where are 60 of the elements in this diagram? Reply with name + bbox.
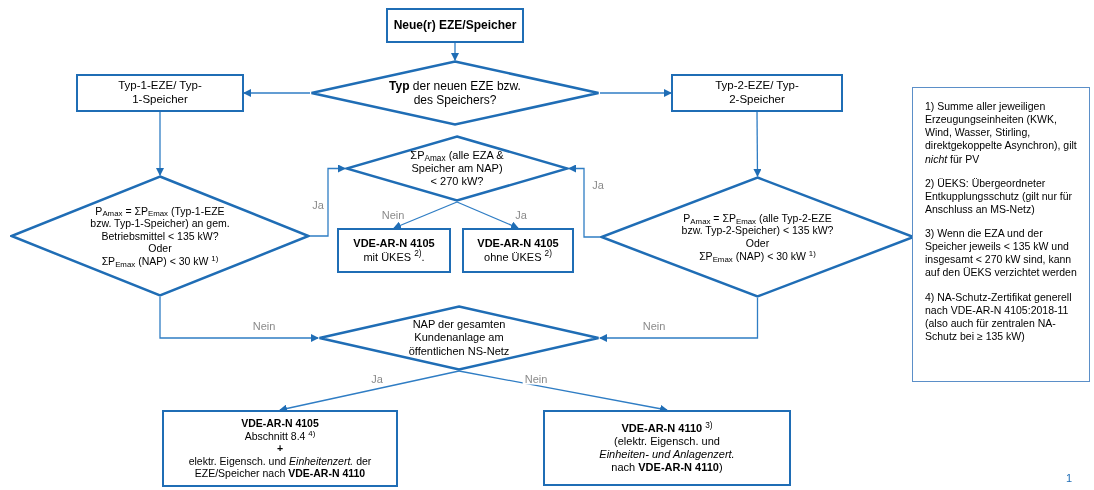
- arrow: [279, 370, 460, 413]
- arrow: [451, 42, 459, 61]
- footnote-text: 2) ÜEKS: Übergeordneter Entkupplungsschutz (gilt nur für Anschluss an MS-Netz): [925, 176, 1074, 216]
- node-text: Typ-2-EZE/ Typ-2-Speicher: [714, 79, 800, 107]
- footnote-panel: [912, 87, 1090, 382]
- node-text: mit ÜKES $^{2)}$.: [362, 250, 426, 264]
- footnote-text: 1) Summe aller jeweiligen Erzeugungseinheiten (KWK, Wind, Wasser, Stirling, direktgekoppelte Asynchron), gilt nicht für PV: [925, 100, 1077, 166]
- node-text: VDE-AR-N 4105: [477, 237, 559, 250]
- edge-label: Nein: [522, 373, 550, 385]
- arrow: [243, 89, 311, 97]
- node-text: ΣP$_{Amax}$ (alle EZA & Speicher am NAP) < 270 kW?: [409, 148, 505, 189]
- process-box: [386, 8, 524, 43]
- process-box: [671, 74, 843, 112]
- node-text: ΣP$_{Emax}$ (NAP) < 30 kW $^{1)}$: [100, 254, 220, 268]
- arrow: [753, 111, 762, 177]
- node-text: Neue(r) EZE/Speicher: [393, 18, 517, 33]
- arrow: [456, 201, 519, 229]
- edge-label: Nein: [250, 320, 278, 332]
- footnote-text: 3) Wenn die EZA und der Speicher jeweils < 135 kW und insgesamt < 270 kW sind, kann auf den ÜEKS verzichtet werden: [925, 227, 1077, 280]
- node-text: NAP der gesamten Kundenanlage am öffentlichen NS-Netz: [407, 318, 511, 358]
- node-text: VDE-AR-N 4105: [353, 237, 435, 250]
- edge-label: Ja: [513, 209, 529, 221]
- arrow: [159, 296, 319, 342]
- decision-diamond: [310, 60, 600, 126]
- node-text: P$_{Amax}$ = ΣP$_{Emax}$ (alle Typ-2-EZE bzw. Typ-2-Speicher) < 135 kW?: [680, 211, 835, 237]
- node-text: +: [275, 442, 285, 455]
- edge-label: Ja: [590, 179, 606, 191]
- arrow: [458, 370, 668, 413]
- node-text: Abschnitt 8.4 $^{4)}$: [243, 429, 317, 443]
- decision-diamond: [10, 175, 310, 297]
- node-text: ohne ÜKES $^{2)}$: [483, 250, 553, 264]
- node-text: (elektr. Eigensch. und Einheiten- und Anlagenzert. nach VDE-AR-N 4110): [598, 434, 736, 475]
- process-box: [462, 228, 574, 273]
- process-box: [162, 410, 398, 487]
- edge-label: Ja: [310, 199, 326, 211]
- arrow: [599, 297, 759, 342]
- decision-diamond: [318, 305, 600, 371]
- edge-label: Nein: [640, 320, 668, 332]
- node-text: Oder: [147, 242, 173, 255]
- arrow: [393, 201, 458, 230]
- arrow: [568, 164, 601, 238]
- process-box: [543, 410, 791, 486]
- node-text: ΣP$_{Emax}$ (NAP) < 30 kW $^{1)}$: [698, 249, 817, 263]
- node-text: P$_{Amax}$ = ΣP$_{Emax}$ (Typ-1-EZE bzw. Typ-1-Speicher) an gem. Betriebsmittel < 135 kW?: [90, 204, 230, 243]
- arrow: [309, 164, 346, 237]
- node-text: elektr. Eigensch. und Einheitenzert. der EZE/Speicher nach VDE-AR-N 4110: [187, 454, 373, 480]
- arrow: [156, 111, 164, 176]
- decision-diamond: [345, 135, 569, 202]
- node-text: VDE-AR-N 4105: [240, 417, 320, 430]
- arrow: [599, 89, 672, 97]
- edge-label: Nein: [379, 209, 407, 221]
- page-number: 1: [1066, 471, 1073, 486]
- process-box: [76, 74, 244, 112]
- node-text: Typ der neuen EZE bzw. des Speichers?: [388, 78, 522, 108]
- node-text: VDE-AR-N 4110 $^{3)}$: [620, 421, 714, 435]
- edge-label: Ja: [369, 373, 385, 385]
- process-box: [337, 228, 451, 273]
- node-text: Typ-1-EZE/ Typ-1-Speicher: [117, 79, 203, 107]
- footnote-text: 4) NA-Schutz-Zertifikat generell nach VDE-AR-N 4105:2018-11 (also auch für zentralen NA-Schutz bei ≥ 135 kW): [925, 290, 1073, 343]
- node-text: Oder: [744, 237, 771, 250]
